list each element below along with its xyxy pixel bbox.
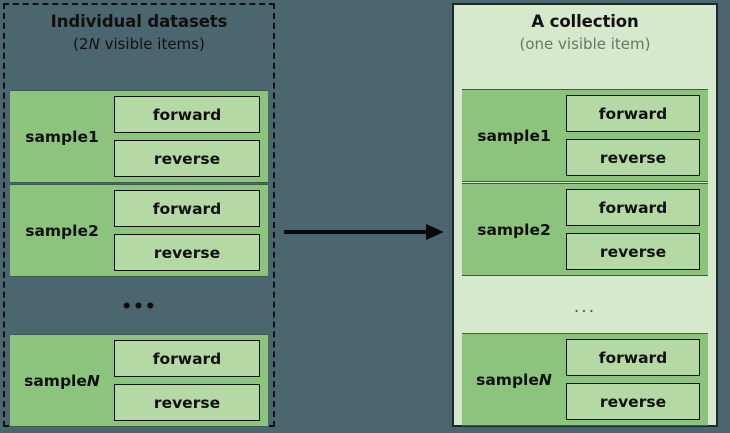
sample-box: sample 1 forward reverse [10, 90, 268, 183]
sample-box: sample N forward reverse [10, 334, 268, 427]
read-box-reverse: reverse [566, 233, 700, 270]
read-box-reverse: reverse [566, 139, 700, 176]
sample-label-prefix: sample [25, 221, 88, 240]
sample-label-prefix: sample [477, 220, 540, 239]
sample-box: sample 2 forward reverse [462, 183, 708, 276]
left-panel-title: Individual datasets [50, 12, 228, 31]
right-panel-subtitle: (one visible item) [519, 35, 651, 53]
read-box-forward: forward [114, 340, 260, 377]
sample-label-italic: N [538, 370, 552, 389]
sample-label: sample 2 [462, 184, 566, 275]
right-panel-header: A collection (one visible item) [454, 11, 716, 55]
read-box-forward: forward [114, 190, 260, 227]
read-group: forward reverse [566, 189, 700, 270]
collection-panel: A collection (one visible item) sample 1… [452, 3, 718, 427]
read-box-reverse: reverse [114, 384, 260, 421]
sample-label: sample N [10, 335, 114, 426]
right-panel-title: A collection [531, 12, 639, 31]
right-panel-ellipsis: ... [573, 297, 597, 317]
read-box-reverse: reverse [114, 140, 260, 177]
sample-label-prefix: sample [477, 126, 540, 145]
read-box-forward: forward [114, 96, 260, 133]
sample-label-value: 1 [87, 127, 99, 146]
sample-label: sample 2 [10, 185, 114, 276]
read-group: forward reverse [566, 339, 700, 420]
arrow-right-icon [284, 224, 444, 240]
sample-label-prefix: sample [25, 127, 88, 146]
left-subtitle-prefix: (2 [73, 35, 89, 53]
sample-label-prefix: sample [24, 371, 87, 390]
sample-label-value: 2 [539, 220, 551, 239]
sample-label-italic: N [86, 371, 100, 390]
sample-label-value: 1 [539, 126, 551, 145]
sample-box: sample N forward reverse [462, 333, 708, 426]
read-group: forward reverse [114, 340, 260, 421]
left-subtitle-italic-n: N [88, 35, 100, 53]
left-subtitle-suffix: visible items) [99, 35, 205, 53]
read-box-forward: forward [566, 339, 700, 376]
sample-label-value: 2 [87, 221, 99, 240]
sample-box: sample 1 forward reverse [462, 89, 708, 182]
read-box-forward: forward [566, 189, 700, 226]
read-group: forward reverse [566, 95, 700, 176]
left-panel-ellipsis: ••• [121, 297, 157, 317]
read-group: forward reverse [114, 190, 260, 271]
sample-box: sample 2 forward reverse [10, 184, 268, 277]
read-box-reverse: reverse [114, 234, 260, 271]
sample-label-prefix: sample [476, 370, 539, 389]
individual-datasets-panel: Individual datasets (2N visible items) s… [3, 3, 275, 427]
sample-label: sample 1 [10, 91, 114, 182]
read-group: forward reverse [114, 96, 260, 177]
sample-label: sample N [462, 334, 566, 425]
transformation-arrow [284, 218, 444, 246]
left-panel-header: Individual datasets (2N visible items) [5, 11, 273, 55]
sample-label: sample 1 [462, 90, 566, 181]
left-panel-subtitle: (2N visible items) [5, 34, 273, 55]
read-box-forward: forward [566, 95, 700, 132]
read-box-reverse: reverse [566, 383, 700, 420]
